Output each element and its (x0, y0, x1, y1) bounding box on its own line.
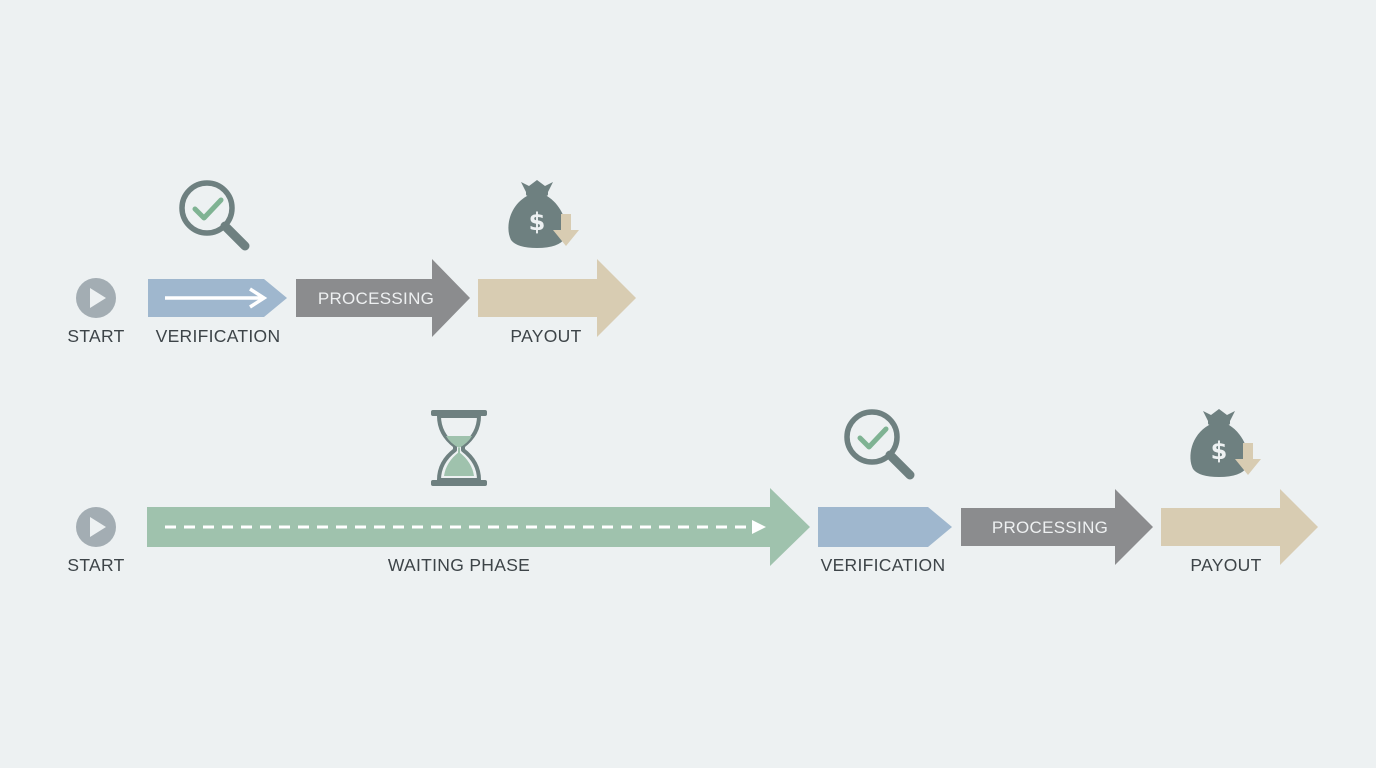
start-label: START (67, 326, 125, 346)
money-bag-icon (508, 180, 579, 248)
verification-label: VERIFICATION (155, 326, 281, 346)
payout-arrow-2 (1161, 489, 1318, 565)
processing-arrow-label: PROCESSING (318, 289, 434, 308)
start-play-icon (76, 278, 116, 318)
magnifier-check-icon (182, 183, 245, 246)
hourglass-icon (429, 408, 489, 488)
waiting-phase-label: WAITING PHASE (387, 555, 531, 575)
start-play-icon-2 (76, 507, 116, 547)
processing-arrow: PROCESSING (296, 259, 470, 337)
magnifier-check-icon-2 (847, 412, 910, 475)
processing-arrow-label-2: PROCESSING (992, 518, 1108, 537)
start-label-2: START (67, 555, 125, 575)
verification-arrow (148, 279, 287, 317)
payout-label-2: PAYOUT (1190, 555, 1262, 575)
processing-arrow-2: PROCESSING (961, 489, 1153, 565)
money-bag-icon-2 (1190, 409, 1261, 477)
payout-arrow (478, 259, 636, 337)
waiting-phase-arrow (147, 488, 810, 566)
payout-label: PAYOUT (510, 326, 582, 346)
verification-arrow-2 (818, 507, 952, 547)
verification-label-2: VERIFICATION (820, 555, 946, 575)
